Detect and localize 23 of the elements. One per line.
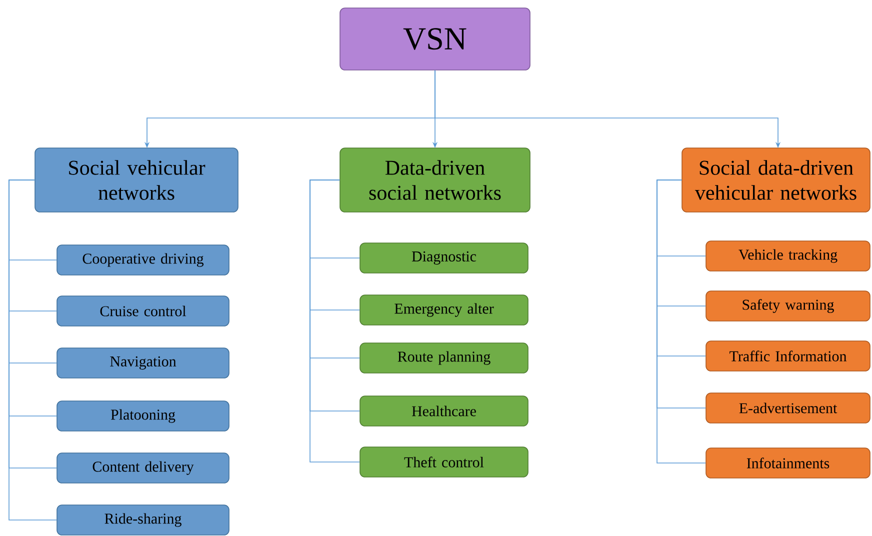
category-box: Social data-driven vehicular networks — [682, 148, 870, 212]
item-box: Cruise control — [56, 296, 230, 326]
item-box: Safety warning — [706, 290, 870, 322]
connector — [8, 180, 57, 520]
item-box: Route planning — [360, 342, 528, 374]
category-box: Social vehicular networks — [34, 148, 238, 212]
category-box: Data-driven social networks — [340, 148, 530, 212]
item-box: Traffic Information — [706, 340, 870, 372]
item-box: Content delivery — [56, 452, 230, 484]
item-box: Healthcare — [360, 396, 528, 426]
item-box: Platooning — [56, 400, 230, 432]
item-box: Diagnostic — [360, 242, 528, 274]
item-box: Cooperative driving — [56, 244, 230, 276]
item-box: Navigation — [56, 348, 230, 378]
root-box: VSN — [340, 8, 530, 70]
item-box: Vehicle tracking — [706, 240, 870, 272]
connector — [656, 180, 706, 464]
item-box: Theft control — [360, 446, 528, 478]
item-box: E-advertisement — [706, 392, 870, 424]
item-box: Infotainments — [706, 448, 870, 478]
item-box: Emergency alter — [360, 294, 528, 326]
connector — [310, 180, 360, 462]
item-box: Ride-sharing — [56, 504, 230, 536]
